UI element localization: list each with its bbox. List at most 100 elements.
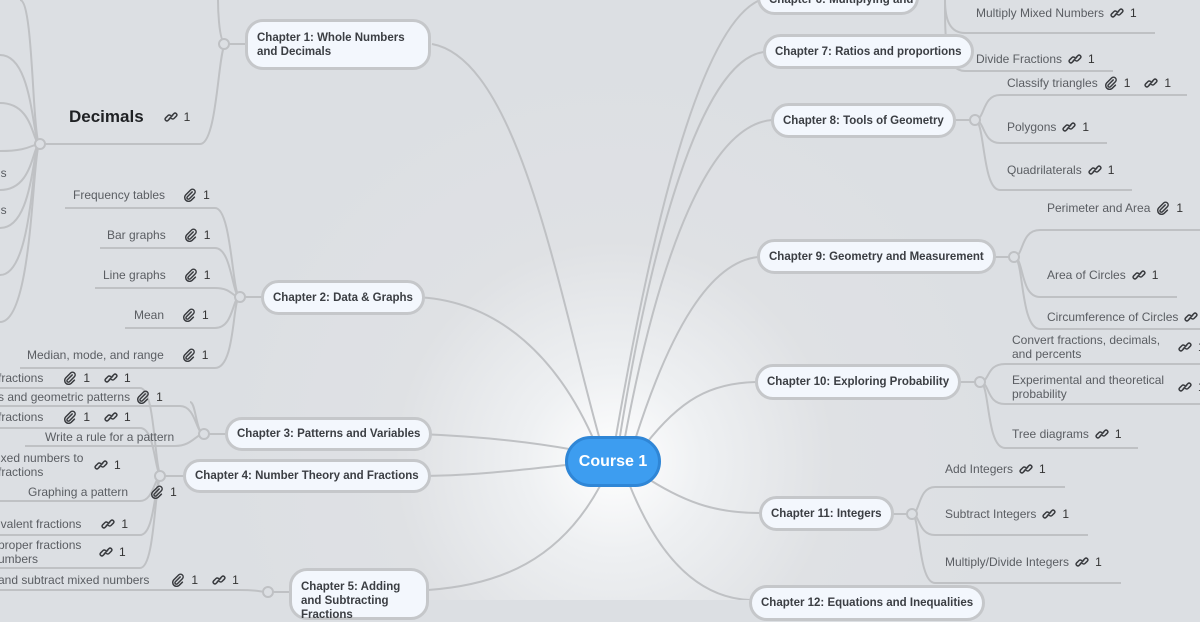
link-icon[interactable]: [94, 458, 108, 472]
chapter-3-node[interactable]: Chapter 3: Patterns and Variables: [225, 417, 433, 451]
chapter-12-node[interactable]: Chapter 12: Equations and Inequalities: [749, 585, 986, 621]
leaf-label: Multiply Mixed Numbers: [976, 6, 1105, 20]
attachment-icon[interactable]: [171, 573, 185, 587]
leaf-label: Convert fractions, decimals, and percent…: [1012, 333, 1161, 361]
chapter-4-node[interactable]: Chapter 4: Number Theory and Fractions: [183, 459, 431, 493]
attachment-icon[interactable]: [150, 485, 164, 499]
leaf-decimals[interactable]: Decimals 1: [69, 107, 198, 126]
chapter-9-node[interactable]: Chapter 9: Geometry and Measurement: [757, 239, 996, 274]
leaf-add-integers[interactable]: Add Integers 1: [945, 462, 1054, 476]
chapter-5-node[interactable]: Chapter 5: Adding and Subtracting Fracti…: [289, 568, 429, 621]
link-icon[interactable]: [1042, 507, 1056, 521]
leaf-label: Divide Fractions: [976, 52, 1063, 66]
leaf-experimental-theoretical-probability[interactable]: Experimental and theoretical probability…: [1012, 373, 1200, 401]
link-icon[interactable]: [1088, 163, 1102, 177]
attachment-icon[interactable]: [182, 308, 196, 322]
leaf-partial[interactable]: ls: [0, 166, 7, 180]
link-count: 1: [183, 110, 191, 124]
leaf-write-a-rule[interactable]: Write a rule for a pattern: [45, 430, 174, 444]
leaf-label: fractions: [0, 410, 44, 424]
link-icon[interactable]: [1068, 52, 1082, 66]
attachment-icon[interactable]: [184, 268, 198, 282]
leaf-geometric-patterns[interactable]: s and geometric patterns 1: [0, 390, 171, 404]
link-icon[interactable]: [1184, 310, 1198, 324]
chapter-11-node[interactable]: Chapter 11: Integers: [759, 496, 894, 531]
chapter-8-node[interactable]: Chapter 8: Tools of Geometry: [771, 103, 956, 138]
attachment-icon[interactable]: [182, 348, 196, 362]
leaf-label: Polygons: [1007, 120, 1057, 134]
chapter-10-node[interactable]: Chapter 10: Exploring Probability: [755, 364, 962, 400]
attachment-icon[interactable]: [1156, 201, 1170, 215]
leaf-convert-fractions-decimals-percents[interactable]: Convert fractions, decimals, and percent…: [1012, 333, 1200, 361]
link-icon[interactable]: [101, 517, 115, 531]
attachment-icon[interactable]: [1104, 76, 1118, 90]
chapter-6-node[interactable]: Chapter 6: Multiplying and Dividing Frac…: [757, 0, 919, 15]
attachment-icon[interactable]: [136, 390, 150, 404]
link-icon[interactable]: [99, 545, 113, 559]
connector-lines: [0, 0, 1200, 600]
link-icon[interactable]: [1095, 427, 1109, 441]
leaf-label: Frequency tables: [73, 188, 166, 202]
link-icon[interactable]: [1110, 6, 1124, 20]
link-icon[interactable]: [164, 110, 178, 124]
attachment-icon[interactable]: [183, 188, 197, 202]
link-icon[interactable]: [1178, 380, 1192, 394]
attachment-icon[interactable]: [63, 371, 77, 385]
leaf-label: Decimals: [69, 107, 144, 126]
link-icon[interactable]: [1075, 555, 1089, 569]
attachment-count: 1: [156, 390, 163, 404]
link-count: 1: [1198, 380, 1200, 394]
link-icon[interactable]: [104, 410, 118, 424]
link-icon[interactable]: [1019, 462, 1033, 476]
chapter-1-node[interactable]: Chapter 1: Whole Numbers and Decimals: [245, 19, 431, 70]
link-icon[interactable]: [1144, 76, 1158, 90]
leaf-label: Line graphs: [103, 268, 166, 282]
attachment-count: 1: [203, 268, 211, 282]
link-icon[interactable]: [212, 573, 226, 587]
chapter-2-node[interactable]: Chapter 2: Data & Graphs: [261, 280, 425, 315]
leaf-polygons[interactable]: Polygons 1: [1007, 120, 1097, 134]
link-count: 1: [1082, 120, 1090, 134]
attachment-icon[interactable]: [63, 410, 77, 424]
link-icon[interactable]: [1132, 268, 1146, 282]
chapter-7-node[interactable]: Chapter 7: Ratios and proportions: [763, 34, 974, 69]
link-icon[interactable]: [1178, 340, 1192, 354]
central-topic-node[interactable]: Course 1: [565, 436, 661, 487]
link-count: 1: [1062, 507, 1070, 521]
leaf-label: Bar graphs: [107, 228, 166, 242]
attachment-icon[interactable]: [184, 228, 198, 242]
leaf-label: s and geometric patterns: [0, 390, 131, 404]
leaf-label: Classify triangles: [1007, 76, 1098, 90]
link-count: 1: [1039, 462, 1046, 476]
link-icon[interactable]: [104, 371, 118, 385]
attachment-count: 1: [201, 348, 209, 362]
leaf-label: ixed numbers to fractions: [0, 451, 84, 479]
leaf-label: Add Integers: [945, 462, 1014, 476]
link-count: 1: [232, 573, 239, 587]
leaf-subtract-integers[interactable]: Subtract Integers 1: [945, 507, 1077, 521]
leaf-label: Subtract Integers: [945, 507, 1037, 521]
leaf-line-graphs[interactable]: Line graphs 1: [103, 268, 218, 282]
link-icon[interactable]: [1062, 120, 1076, 134]
leaf-partial[interactable]: ls: [0, 203, 7, 217]
